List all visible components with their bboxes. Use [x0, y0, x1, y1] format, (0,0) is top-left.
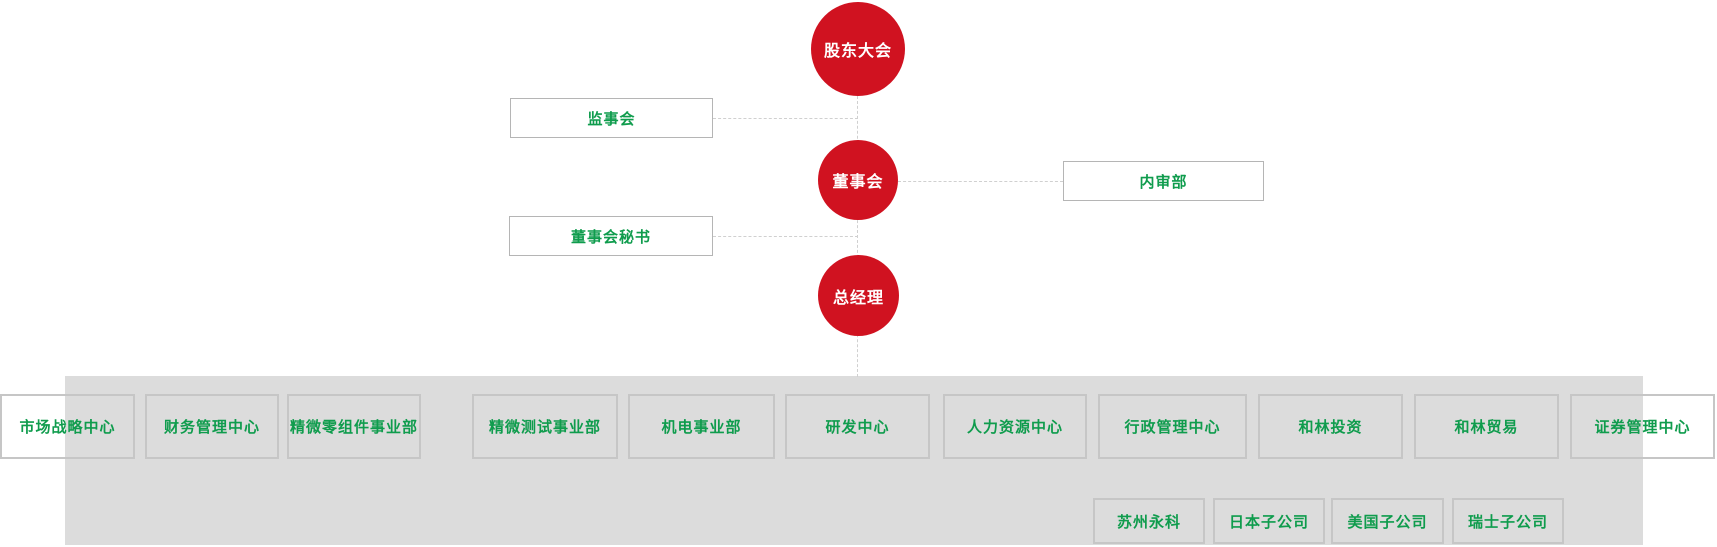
box-board-secretary: 董事会秘书: [509, 216, 713, 256]
box-supervisory-board: 监事会: [510, 98, 713, 138]
connector-board-secretary: [713, 236, 858, 237]
dept-finance-management-center: 财务管理中心: [145, 394, 279, 459]
connector-supervisory-board: [713, 118, 858, 119]
dept-securities-management-center: 证券管理中心: [1570, 394, 1715, 459]
dept-rnd-center: 研发中心: [785, 394, 930, 459]
dept-precision-components-division: 精微零组件事业部: [287, 394, 421, 459]
subsidiary-switzerland: 瑞士子公司: [1452, 498, 1564, 544]
node-board-of-directors: 董事会: [818, 140, 898, 220]
subsidiary-japan: 日本子公司: [1213, 498, 1325, 544]
dept-helin-investment: 和林投资: [1258, 394, 1403, 459]
dept-precision-testing-division: 精微测试事业部: [472, 394, 618, 459]
dept-market-strategy-center: 市场战略中心: [0, 394, 135, 459]
departments-band: [65, 376, 1643, 545]
node-shareholders-meeting: 股东大会: [811, 2, 905, 96]
subsidiary-usa: 美国子公司: [1331, 498, 1444, 544]
node-general-manager: 总经理: [818, 255, 899, 336]
dept-admin-management-center: 行政管理中心: [1098, 394, 1247, 459]
box-internal-audit: 内审部: [1063, 161, 1264, 201]
dept-hr-center: 人力资源中心: [943, 394, 1087, 459]
connector-internal-audit: [898, 181, 1063, 182]
subsidiary-suzhou-yongke: 苏州永科: [1093, 498, 1205, 544]
dept-electromechanical-division: 机电事业部: [628, 394, 775, 459]
dept-helin-trading: 和林贸易: [1414, 394, 1559, 459]
